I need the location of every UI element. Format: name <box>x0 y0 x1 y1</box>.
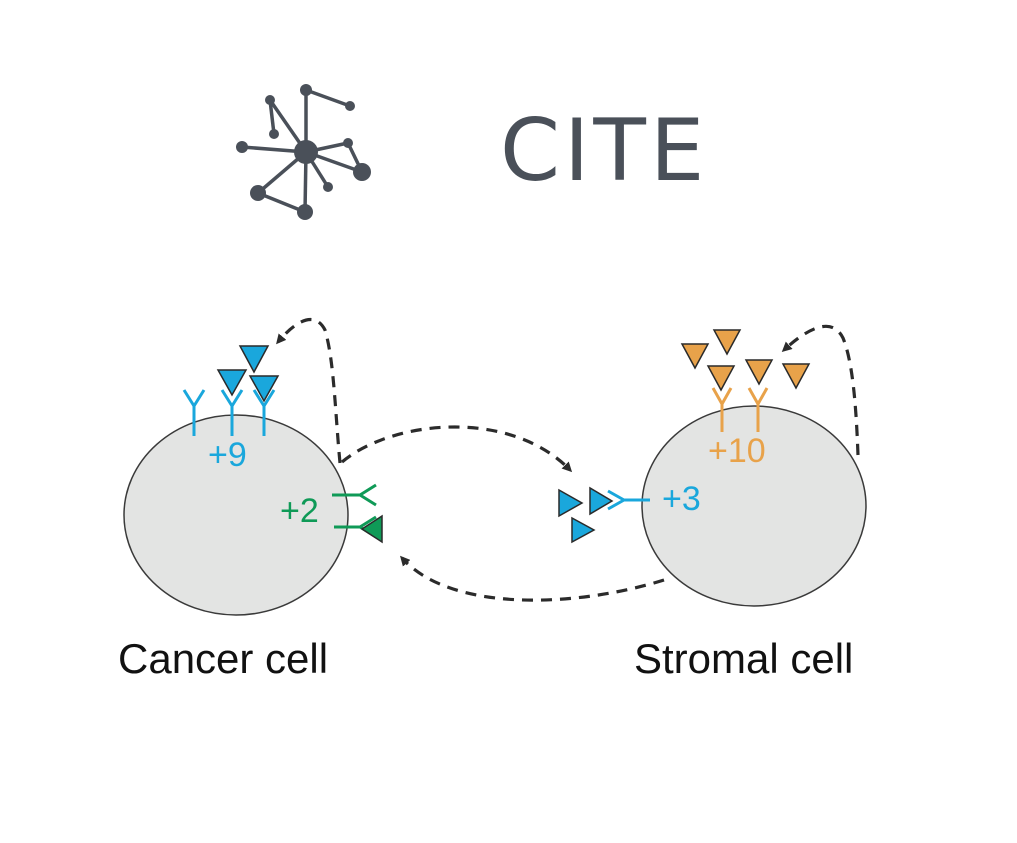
cancer-cell-body <box>123 414 349 616</box>
cancer-autocrine-arrow <box>276 318 342 464</box>
stromal-paracrine-count: +3 <box>662 480 701 518</box>
stromal-orange-ligands <box>680 329 811 392</box>
logo-title: CITE <box>500 101 708 201</box>
stromal-blue-receptor <box>607 489 650 511</box>
stromal-to-cancer-arrow <box>400 555 665 602</box>
cancer-autocrine-count: +9 <box>208 436 247 474</box>
stromal-cell-body <box>641 405 867 607</box>
stromal-autocrine-arrow <box>781 324 860 456</box>
cancer-blue-ligands <box>216 345 280 403</box>
cancer-green-ligand <box>360 514 383 544</box>
cancer-to-stromal-arrow <box>340 425 573 473</box>
stromal-autocrine-count: +10 <box>708 432 766 470</box>
stromal-orange-receptors <box>711 387 769 432</box>
network-icon <box>236 84 371 220</box>
cancer-blue-receptors <box>182 389 276 436</box>
cancer-paracrine-count: +2 <box>280 492 319 530</box>
stromal-blue-ligands <box>558 486 614 544</box>
cancer-cell-label: Cancer cell <box>118 635 328 682</box>
stromal-cell-label: Stromal cell <box>634 635 853 682</box>
